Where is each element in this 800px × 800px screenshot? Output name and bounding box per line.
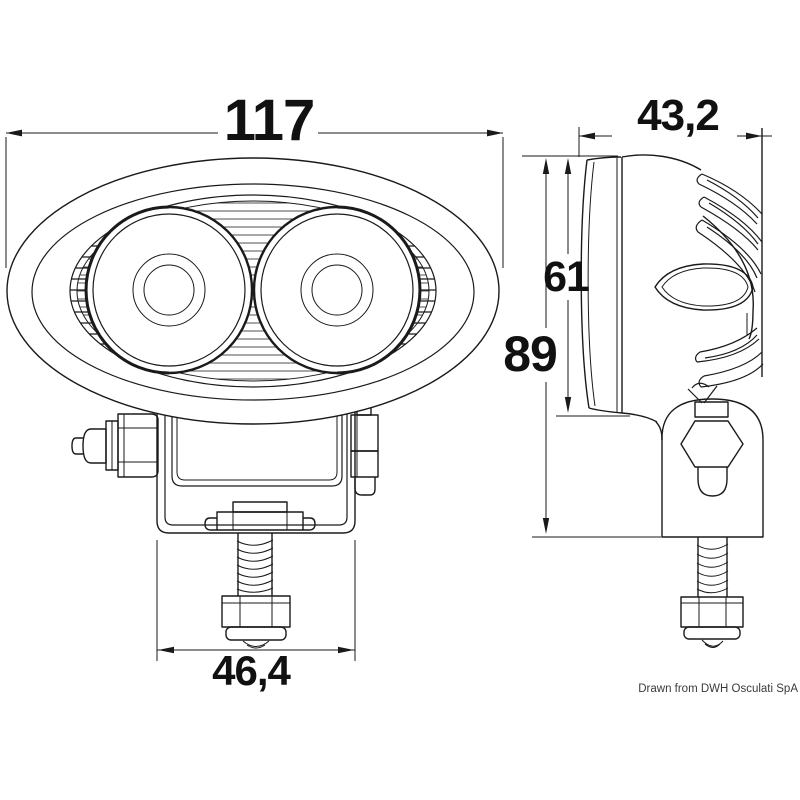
dimension-label-side-depth: 43,2 — [637, 91, 720, 140]
reflector-hatch — [77, 202, 429, 380]
mounting-stud-front — [221, 533, 291, 649]
drawing-credit-caption: Drawn from DWH Osculati SpA — [638, 683, 798, 695]
side-view — [580, 128, 764, 648]
side-knob — [71, 413, 159, 478]
lens-right — [252, 205, 422, 375]
dimension-label-total-height: 89 — [503, 326, 558, 382]
heat-sink-fins-lower — [694, 327, 764, 388]
bracket-centre-boss — [204, 501, 316, 531]
oval-housing-front — [6, 157, 500, 425]
heat-sink-fins-upper — [695, 173, 763, 293]
clamp-side — [655, 398, 764, 538]
side-oval-recess — [654, 263, 754, 311]
dimension-annotations — [5, 127, 772, 661]
lens-side — [580, 156, 623, 414]
dimension-label-bracket-width: 46,4 — [212, 647, 291, 694]
mounting-stud-side — [680, 537, 744, 648]
housing-side — [621, 128, 764, 423]
rim-serration-ticks — [70, 245, 436, 345]
dimension-label-front-width: 117 — [223, 88, 316, 153]
mounting-bracket-front — [71, 400, 379, 649]
dimension-label-lens-height: 61 — [543, 253, 590, 301]
lens-left — [84, 205, 254, 375]
front-view — [6, 157, 500, 649]
